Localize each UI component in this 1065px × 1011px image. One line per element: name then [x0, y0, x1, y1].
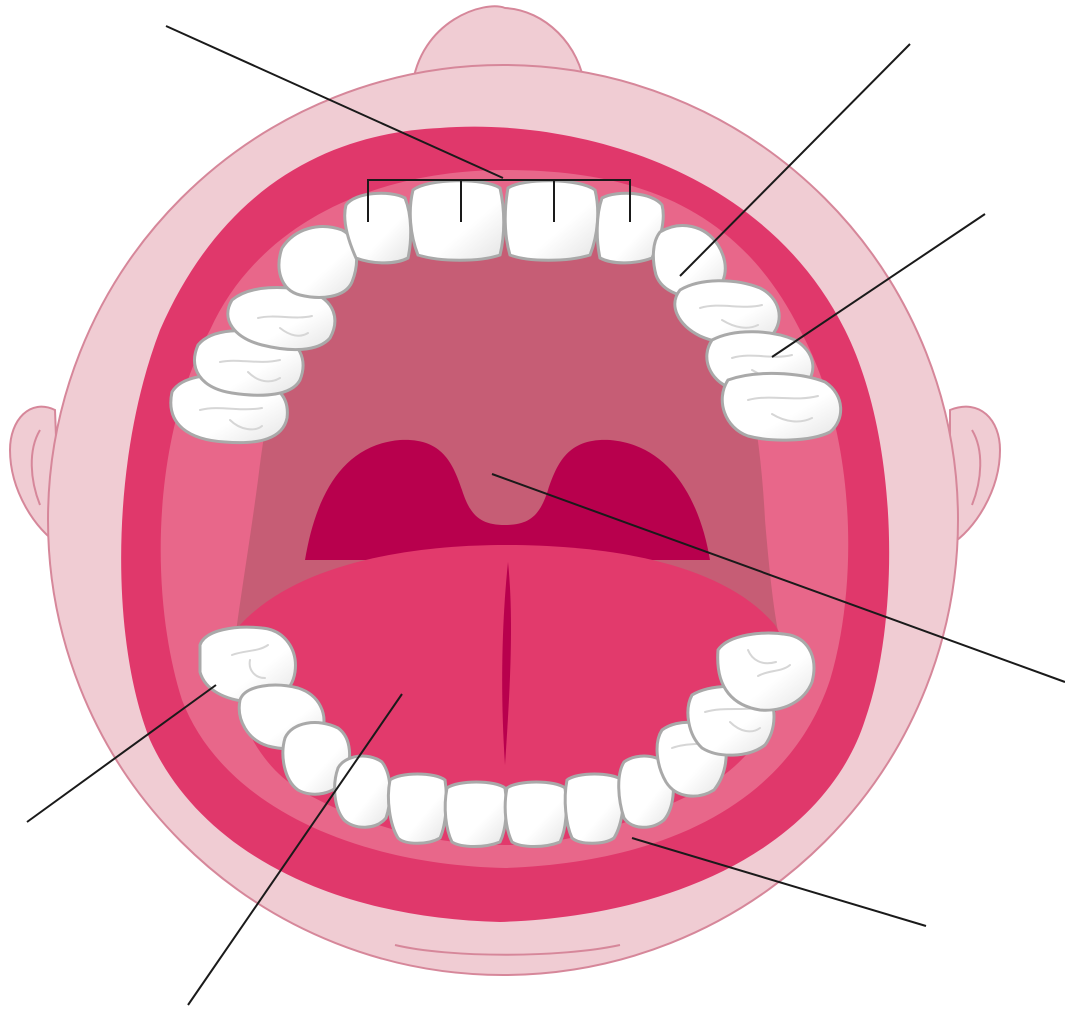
tooth-upper-central-right — [505, 181, 598, 261]
tooth-lower-incisor-3 — [505, 782, 566, 847]
tooth-upper-right-molar-2 — [722, 373, 840, 440]
tooth-lower-right-molar-2 — [718, 633, 814, 710]
tooth-lower-incisor-4 — [565, 774, 623, 843]
tooth-upper-central-left — [410, 181, 503, 261]
tooth-lower-incisor-2 — [445, 782, 506, 847]
tooth-upper-lateral-left — [345, 193, 411, 263]
tooth-lower-left-canine — [335, 756, 390, 827]
tooth-lower-incisor-1 — [388, 774, 446, 843]
tooth-upper-left-premolar — [279, 227, 357, 298]
